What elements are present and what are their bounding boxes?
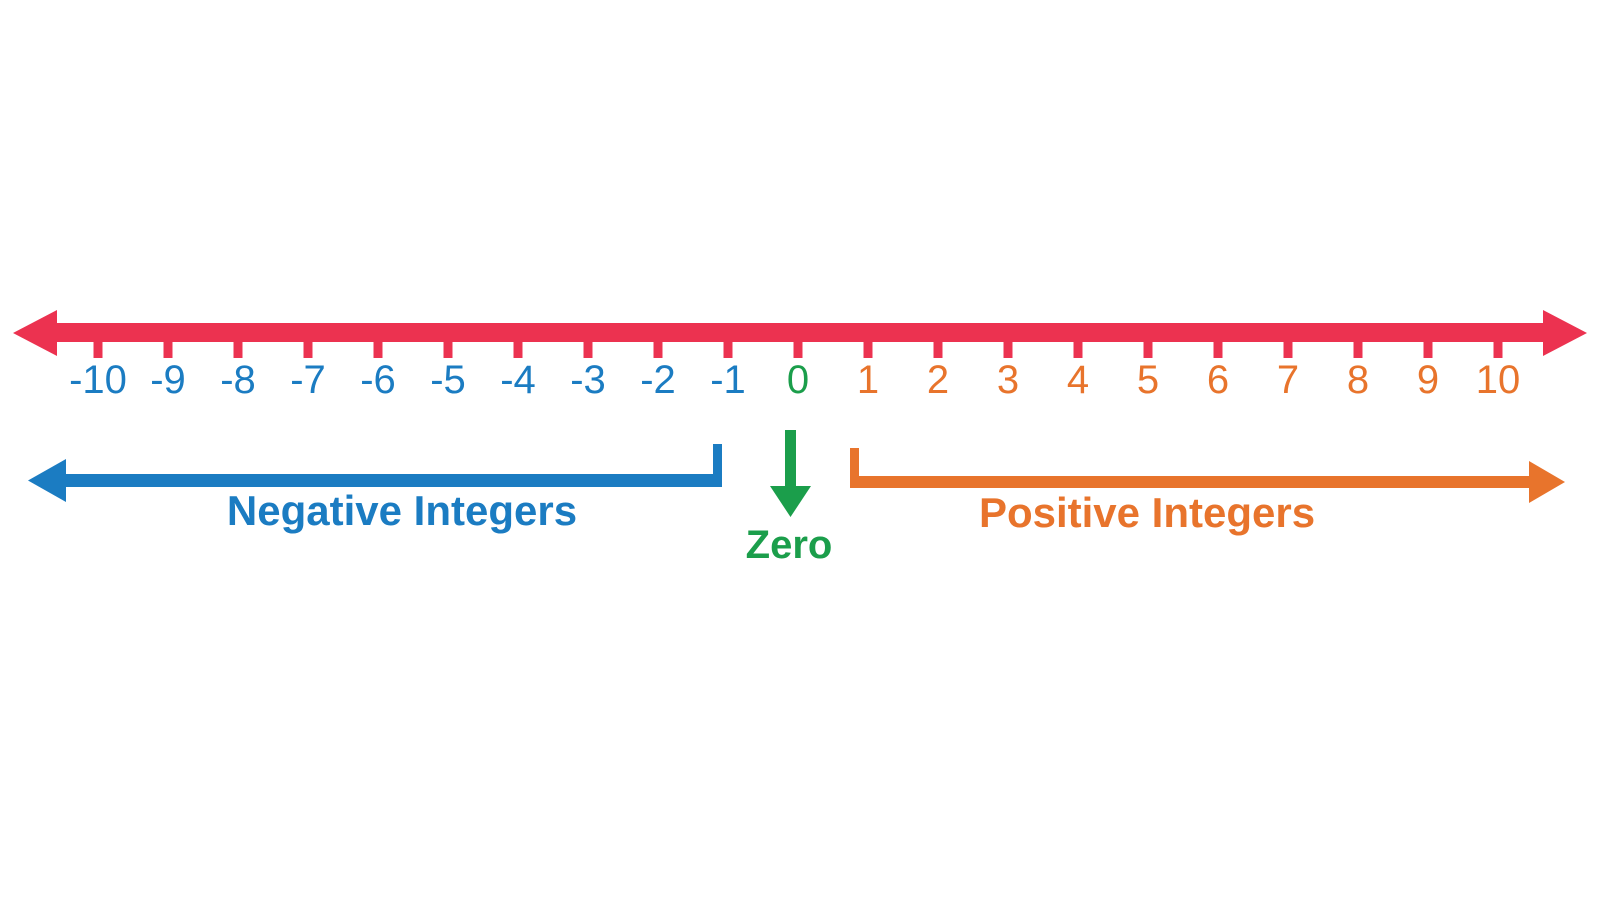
tick-label--10: -10 — [69, 358, 127, 402]
tick-label-7: 7 — [1277, 358, 1299, 402]
axis-tick-6 — [1213, 341, 1223, 358]
axis-arrowhead-left — [13, 310, 57, 356]
tick-label-8: 8 — [1347, 358, 1369, 402]
axis-tick-7 — [1283, 341, 1293, 358]
tick-label-6: 6 — [1207, 358, 1229, 402]
negative-bracket-end — [713, 444, 722, 487]
zero-label: Zero — [746, 523, 833, 567]
tick-label-0: 0 — [787, 358, 809, 402]
axis-arrowhead-right — [1543, 310, 1587, 356]
tick-label-1: 1 — [857, 358, 879, 402]
axis-tick--3 — [583, 341, 593, 358]
tick-label-5: 5 — [1137, 358, 1159, 402]
axis-tick--9 — [163, 341, 173, 358]
tick-label--2: -2 — [640, 358, 676, 402]
tick-label--6: -6 — [360, 358, 396, 402]
tick-label--3: -3 — [570, 358, 606, 402]
tick-label-9: 9 — [1417, 358, 1439, 402]
negative-arrow-shaft — [60, 474, 722, 487]
positive-integers-annotation: Positive Integers — [850, 448, 1565, 536]
axis-tick--8 — [233, 341, 243, 358]
axis-tick-4 — [1073, 341, 1083, 358]
axis-tick--6 — [373, 341, 383, 358]
positive-bracket-end — [850, 448, 859, 488]
tick-label--8: -8 — [220, 358, 256, 402]
axis-tick--4 — [513, 341, 523, 358]
axis-line — [52, 323, 1548, 342]
tick-label--5: -5 — [430, 358, 466, 402]
axis-tick--1 — [723, 341, 733, 358]
axis-ticks — [93, 341, 1503, 358]
axis-tick-9 — [1423, 341, 1433, 358]
tick-label-4: 4 — [1067, 358, 1089, 402]
negative-integers-label: Negative Integers — [227, 487, 577, 534]
zero-arrow-shaft — [785, 430, 796, 493]
axis-tick--5 — [443, 341, 453, 358]
tick-label-2: 2 — [927, 358, 949, 402]
axis-tick-2 — [933, 341, 943, 358]
axis-tick-1 — [863, 341, 873, 358]
tick-label--4: -4 — [500, 358, 536, 402]
tick-label--9: -9 — [150, 358, 186, 402]
positive-arrow-shaft — [850, 476, 1535, 488]
positive-integers-label: Positive Integers — [979, 489, 1315, 536]
axis-tick-5 — [1143, 341, 1153, 358]
axis-tick--2 — [653, 341, 663, 358]
zero-annotation: Zero — [746, 430, 833, 567]
axis-tick--10 — [93, 341, 103, 358]
tick-label-3: 3 — [997, 358, 1019, 402]
zero-arrowhead-down — [770, 486, 811, 517]
negative-arrowhead-left — [28, 459, 66, 502]
axis-tick-8 — [1353, 341, 1363, 358]
axis-tick--7 — [303, 341, 313, 358]
axis-tick-0 — [793, 341, 803, 358]
tick-label--7: -7 — [290, 358, 326, 402]
axis-tick-3 — [1003, 341, 1013, 358]
positive-arrowhead-right — [1529, 461, 1565, 503]
axis-tick-10 — [1493, 341, 1503, 358]
tick-label-10: 10 — [1476, 358, 1521, 402]
negative-integers-annotation: Negative Integers — [28, 444, 722, 534]
tick-label--1: -1 — [710, 358, 746, 402]
axis-group — [13, 310, 1587, 358]
